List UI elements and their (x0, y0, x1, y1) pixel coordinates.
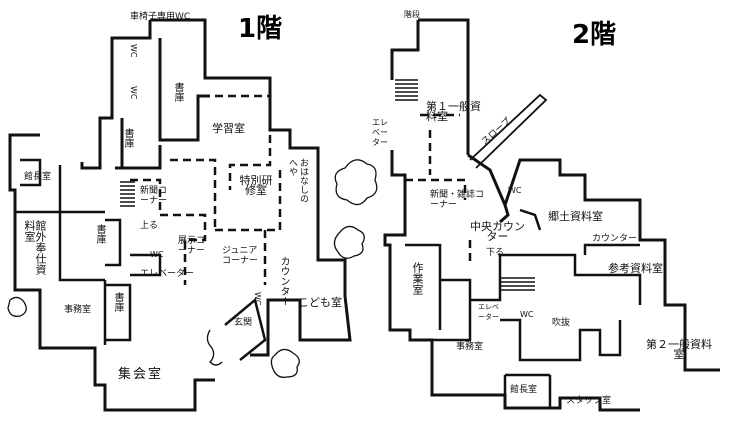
label-wheelchair-wc: 車椅子専用WC (130, 12, 191, 22)
label-office-1f: 事務室 (64, 305, 92, 315)
label-junior: ジュニアコーナー (222, 246, 259, 266)
label-counter-1f: カウンター (278, 256, 289, 306)
label-special-room: 特別研修室 (239, 174, 273, 197)
label-hall: 集会室 (118, 367, 164, 382)
label-stacks-lower: 書庫 (112, 292, 123, 312)
label-entrance: 玄関 (234, 318, 253, 328)
label-wc2-2f: WC (520, 310, 534, 319)
label-newspaper-1f: 新聞コーナー (140, 186, 168, 206)
label-general-1: 第１一般資料室 (426, 100, 481, 123)
label-wc-a: WC (129, 44, 138, 58)
label-study-room: 学習室 (212, 122, 245, 135)
label-staff-room: スタッフ室 (566, 396, 612, 406)
label-local-room: 郷土資料室 (548, 210, 603, 223)
label-work-room: 作業室 (411, 262, 424, 295)
label-outside-service-room: 館外奉仕資料室 (23, 220, 47, 275)
floor-1-title: 1階 (238, 14, 283, 44)
label-elevator-2f-b: エレベーター (478, 303, 499, 321)
label-story-room: おはなしのへや (287, 158, 308, 203)
label-children-room: こども室 (298, 296, 342, 309)
label-exhibit: 展示コーナー (178, 236, 206, 256)
label-wc-2f: WC (508, 186, 522, 195)
label-director-room: 館長室 (510, 385, 538, 395)
label-stacks-left: 書庫 (94, 224, 105, 244)
label-central-counter: 中央カウンター (470, 220, 525, 243)
label-wc-c: WC (253, 292, 262, 306)
label-up: 上る (140, 221, 159, 231)
label-elevator-2f: エレベーター (372, 118, 388, 147)
label-elevator-1f: エレベーター (140, 269, 195, 279)
floor-2-title: 2階 (572, 20, 617, 50)
label-wc-b: WC (129, 86, 138, 100)
label-stairs: 階段 (404, 10, 420, 19)
label-general-2: 第２一般資料室 (646, 338, 712, 361)
label-down: 下る (486, 248, 505, 258)
label-counter-2f: カウンター (592, 234, 638, 244)
label-atrium: 吹抜 (552, 318, 571, 328)
label-newspaper-2f: 新聞・雑誌コーナー (430, 190, 485, 210)
label-office-2f: 事務室 (456, 342, 484, 352)
label-wc-ev-1f: WC (150, 250, 164, 259)
label-stacks-main: 書庫 (172, 82, 183, 102)
label-reference-room: 参考資料室 (608, 262, 663, 275)
label-stacks-small: 書庫 (122, 128, 133, 148)
label-librarian-room: 館長室 (24, 172, 52, 182)
